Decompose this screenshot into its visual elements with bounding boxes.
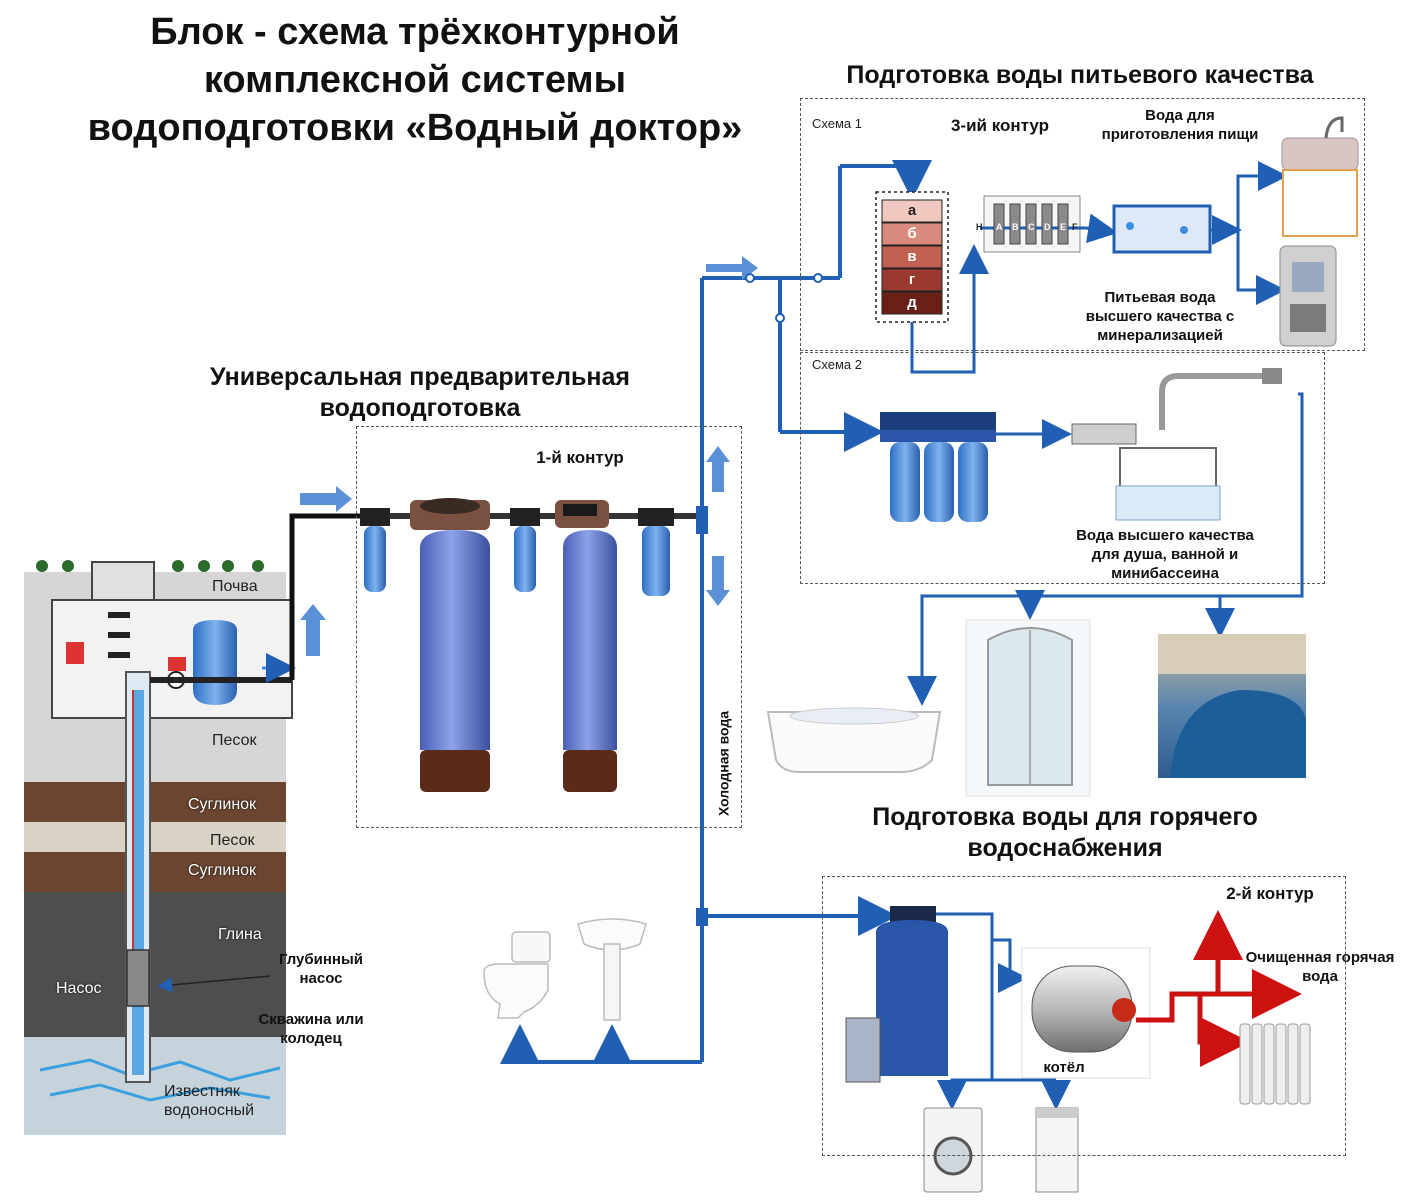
universal-title-line-1: Универсальная предварительная (210, 363, 630, 391)
ro-stage-e: E (1060, 222, 1067, 232)
drinking-water-line-2: высшего качества с (1085, 308, 1235, 325)
shower-water-label: Вода высшего качества для душа, ванной и… (1050, 526, 1280, 583)
scheme1-label: Схема 1 (812, 116, 862, 131)
soil-layer-soil: Почва (212, 578, 258, 595)
food-water-line-2: приготовления пищи (1101, 126, 1259, 143)
second-contour-label: 2-й контур (1226, 884, 1314, 903)
soil-layer-sand-2: Песок (210, 832, 255, 849)
ro-stage-a: A (996, 222, 1003, 232)
ro-stage-c: C (1028, 222, 1035, 232)
soil-layer-sand: Песок (212, 732, 257, 749)
title-line-2: комплексной системы (203, 59, 627, 101)
scheme2-boundary (800, 352, 1325, 584)
drinking-section-title: Подготовка воды питьевого качества (846, 61, 1314, 89)
cold-water-label: Холодная вода (715, 710, 732, 817)
food-water-line-1: Вода для (1145, 107, 1215, 124)
shower-water-line-1: Вода высшего качества (1076, 527, 1254, 544)
third-contour-label: 3-ий контур (950, 116, 1050, 135)
scheme1-equipment (875, 116, 1359, 374)
ro-stage-d: D (1044, 222, 1051, 232)
stage-d: д (907, 294, 917, 311)
riser-flow-arrow (706, 256, 758, 280)
filter-stage-letters: а б в г д (882, 200, 942, 315)
well-soil-section (24, 560, 296, 1135)
drinking-water-line-1: Питьевая вода (1104, 289, 1216, 306)
well-line-2: колодец (280, 1030, 342, 1047)
universal-section-title: Универсальная предварительная водоподгот… (150, 362, 690, 424)
ro-stage-b: B (1012, 222, 1019, 232)
well-to-prefilter-pipe (289, 486, 362, 680)
scheme2-label: Схема 2 (812, 357, 862, 372)
stage-v: в (907, 248, 917, 265)
limestone-line-2: водоносный (164, 1102, 255, 1119)
page-title: Блок - схема трёхконтурной комплексной с… (40, 8, 790, 152)
food-water-label: Вода для приготовления пищи (1090, 106, 1270, 144)
title-line-3: водоподготовки «Водный доктор» (87, 107, 743, 149)
boiler-label: котёл (1043, 1059, 1085, 1076)
well-label: Скважина или колодец (246, 1010, 376, 1048)
well-line-1: Скважина или (258, 1011, 364, 1028)
deep-pump-line-1: Глубинный (278, 951, 364, 968)
hot-title-line-2: водоснабжения (967, 834, 1163, 862)
second-contour-equipment (845, 906, 1311, 1193)
ro-stage-f: F (1072, 222, 1078, 232)
toilet-and-washbasin (483, 918, 647, 1021)
soil-layer-loam-2: Суглинок (188, 862, 257, 879)
stage-b: б (907, 225, 917, 242)
cold-water-riser (500, 160, 932, 1064)
scheme1-boundary (800, 98, 1365, 351)
hot-title-line-1: Подготовка воды для горячего (872, 803, 1258, 831)
pump-layer-label: Насос (56, 980, 102, 997)
universal-title-line-2: водоподготовка (319, 394, 521, 422)
hot-water-line-2: вода (1302, 968, 1338, 985)
drinking-water-label: Питьевая вода высшего качества с минерал… (1060, 288, 1260, 345)
ro-stage-h: H (976, 222, 983, 232)
hot-water-label: Очищенная горячая вода (1222, 948, 1407, 986)
hot-water-line-1: Очищенная горячая (1245, 949, 1395, 966)
scheme2-equipment (880, 368, 1304, 706)
shower-water-line-3: минибассеина (1111, 565, 1219, 582)
soil-layer-limestone: Известняк водоносный (164, 1082, 254, 1120)
stage-a: а (907, 202, 917, 219)
hot-section-title: Подготовка воды для горячего водоснабжен… (800, 802, 1330, 864)
deep-pump-label: Глубинный насос (256, 950, 386, 988)
soil-layer-loam-1: Суглинок (188, 796, 257, 813)
second-contour-boundary (822, 876, 1346, 1156)
deep-pump-line-2: насос (299, 970, 343, 987)
soil-layer-clay: Глина (218, 926, 262, 943)
stage-g: г (908, 271, 916, 288)
first-contour-boundary (356, 426, 742, 828)
limestone-line-1: Известняк (164, 1083, 240, 1100)
first-contour-equipment (360, 446, 730, 792)
shower-water-line-2: для душа, ванной и (1091, 546, 1239, 563)
title-line-1: Блок - схема трёхконтурной (150, 11, 680, 53)
consumers-bath-shower-pool (766, 619, 1306, 797)
first-contour-label: 1-й контур (536, 448, 624, 467)
drinking-water-line-3: минерализацией (1097, 327, 1223, 344)
